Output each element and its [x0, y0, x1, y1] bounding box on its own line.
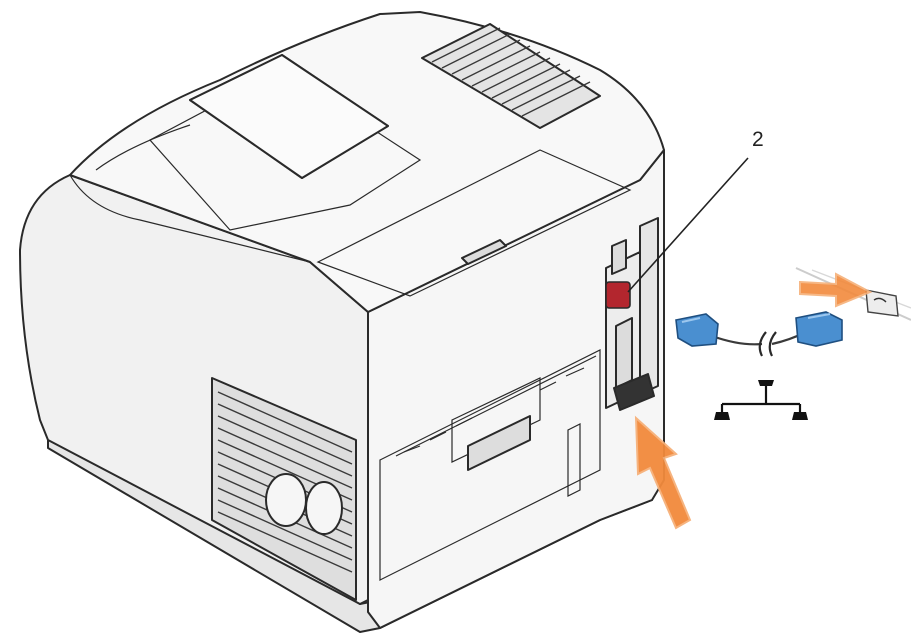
network-topology-icon — [714, 380, 808, 420]
side-knob-left — [265, 473, 307, 527]
cable-break-marks — [758, 331, 777, 357]
printer-hood-lip — [69, 174, 311, 263]
network-cable — [675, 267, 911, 357]
insert-arrow-bottom — [634, 415, 692, 530]
cable-connector-right — [795, 311, 843, 347]
callout-number: 2 — [752, 128, 764, 151]
side-knob-right — [305, 481, 343, 535]
top-vent-grille — [421, 23, 601, 129]
printer-illustration — [19, 11, 665, 633]
rear-access-panel — [379, 349, 601, 581]
hatch-handle — [461, 239, 507, 265]
callout: 2 — [627, 128, 764, 293]
callout-leader-line — [627, 157, 749, 293]
output-tray-flap-top — [189, 54, 389, 179]
printer-hood-crease — [95, 124, 191, 171]
far-connector — [865, 289, 899, 317]
insert-arrow-top — [799, 272, 873, 308]
ethernet-port — [605, 281, 631, 309]
interface-panel — [605, 217, 659, 411]
top-rear-hatch — [316, 149, 632, 297]
